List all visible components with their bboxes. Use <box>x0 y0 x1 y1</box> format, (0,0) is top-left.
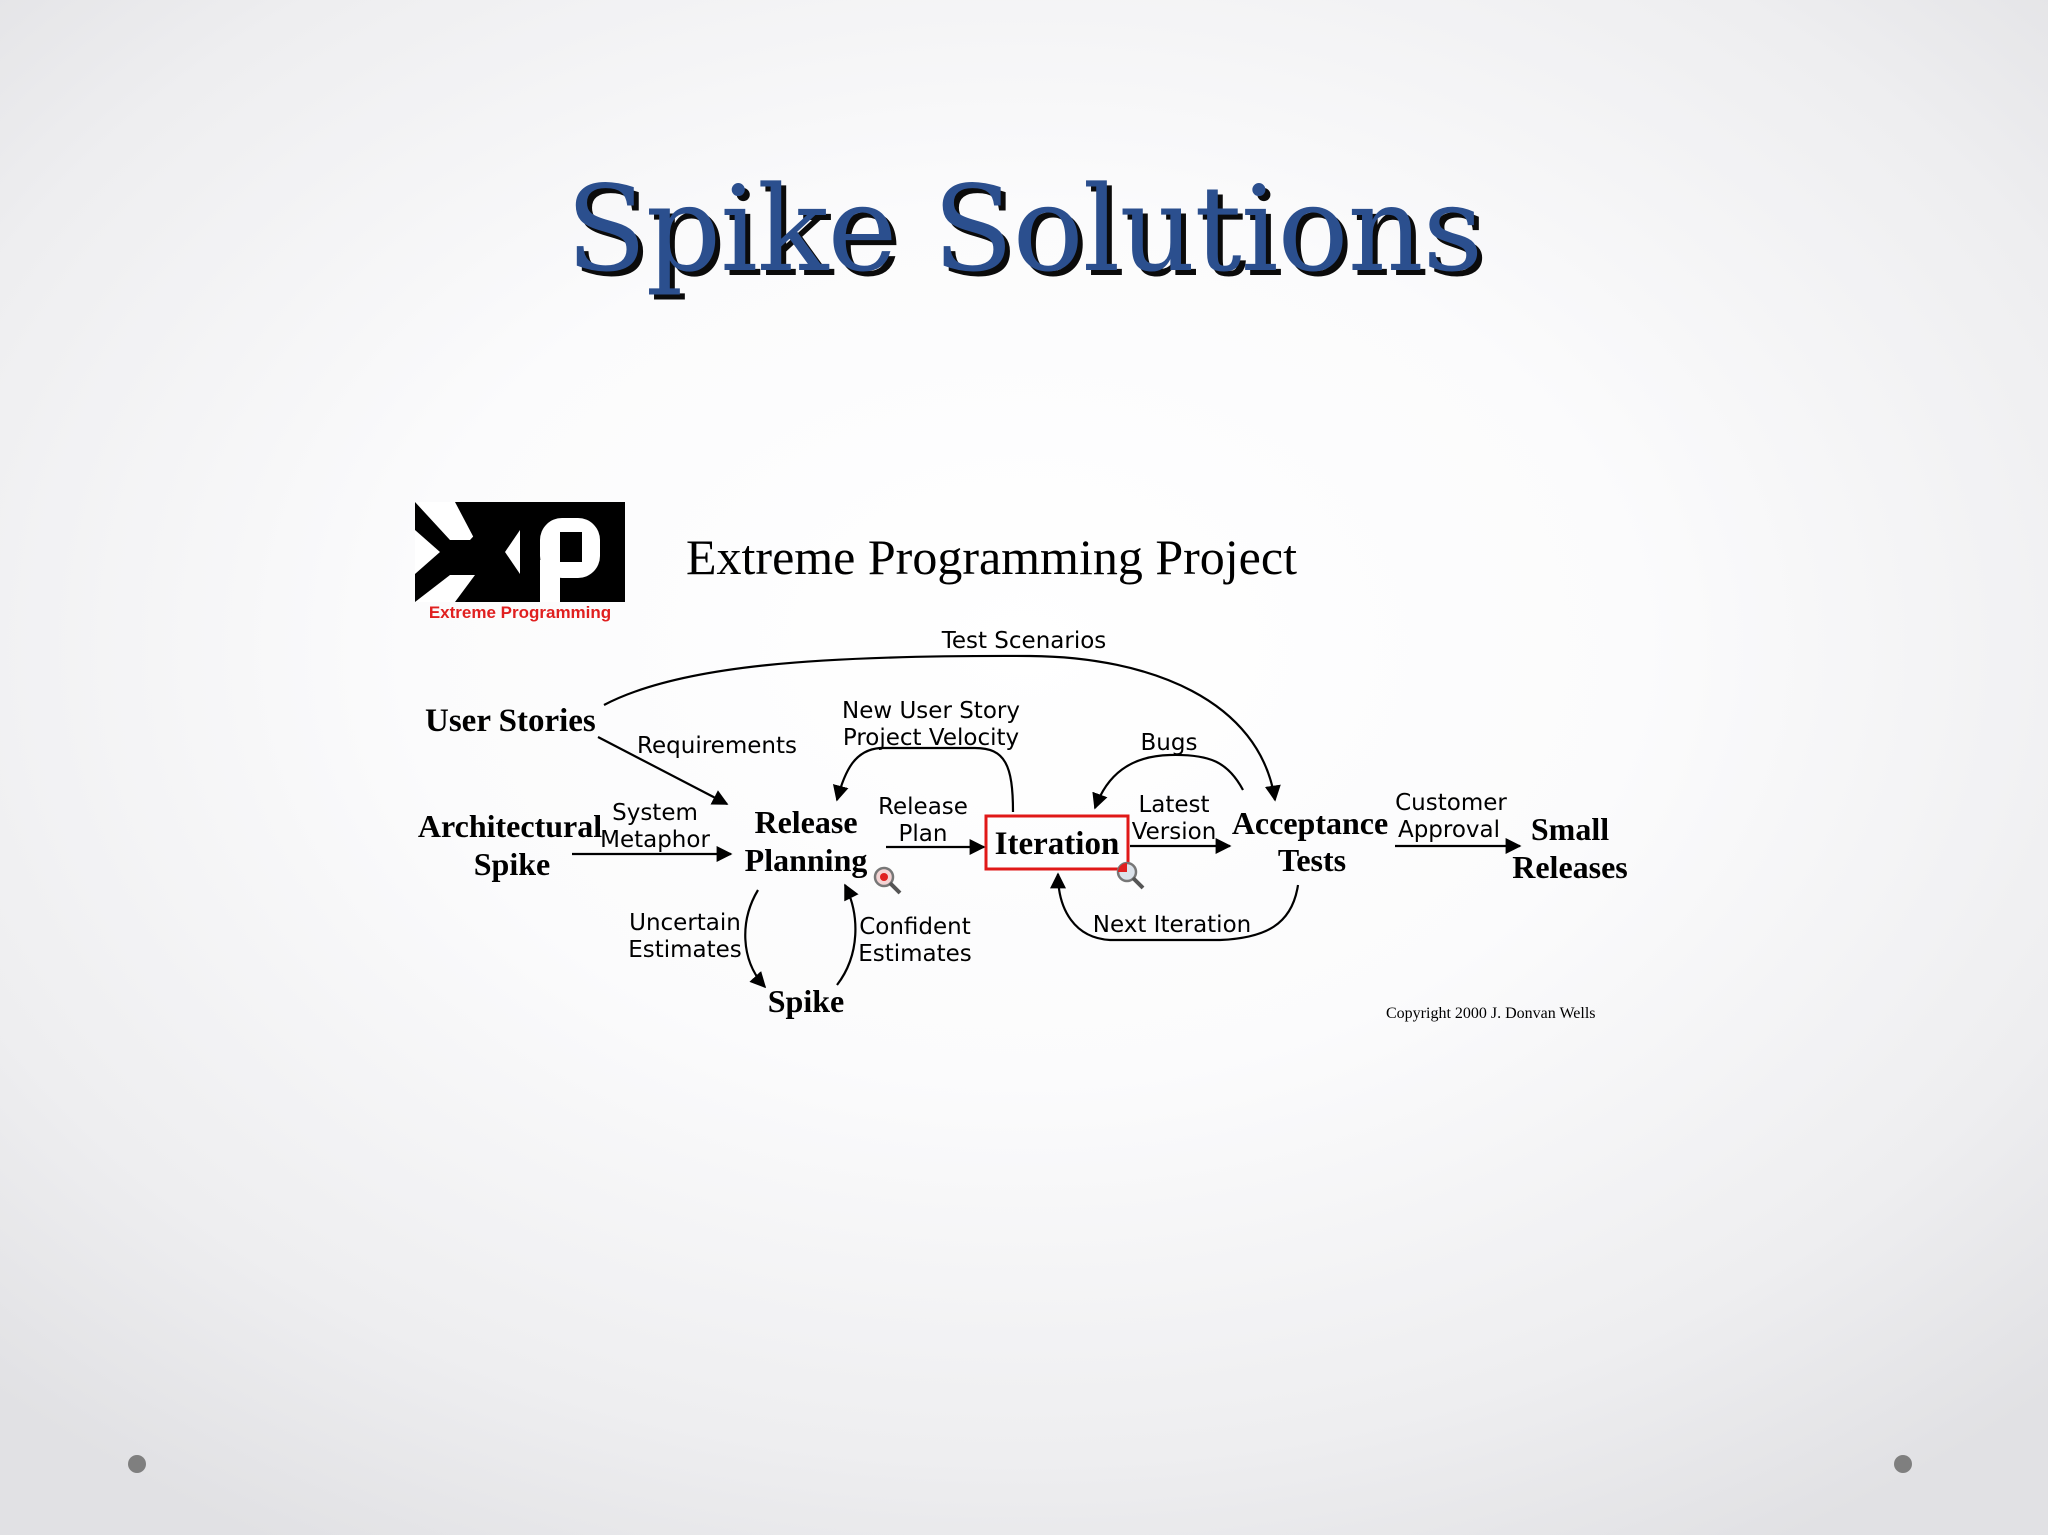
logo-caption: Extreme Programming <box>429 603 611 622</box>
xp-logo: Extreme Programming <box>415 502 625 622</box>
label-release: Release <box>878 794 968 820</box>
node-architectural-spike-line1: Architectural <box>418 808 602 844</box>
label-requirements: Requirements <box>637 733 797 759</box>
label-latest: Latest <box>1138 792 1209 818</box>
node-acceptance-tests-line2: Tests <box>1278 842 1346 878</box>
node-acceptance-tests-line1: Acceptance <box>1232 805 1388 841</box>
label-customer: Customer <box>1395 790 1507 816</box>
slide-corner-dot-left <box>128 1455 146 1473</box>
node-release-planning-line1: Release <box>754 804 857 840</box>
node-release-planning-line2: Planning <box>745 842 868 878</box>
label-system: System <box>612 800 698 826</box>
label-project-velocity: Project Velocity <box>843 725 1019 751</box>
label-uncertain: Uncertain <box>629 910 741 936</box>
label-plan: Plan <box>899 821 948 847</box>
label-estimates-confident: Estimates <box>858 941 972 967</box>
node-spike: Spike <box>768 983 844 1019</box>
node-iteration: Iteration <box>995 826 1120 862</box>
label-version: Version <box>1132 819 1217 845</box>
diagram-heading: Extreme Programming Project <box>686 529 1297 585</box>
label-new-user-story: New User Story <box>842 698 1020 724</box>
label-approval: Approval <box>1398 817 1500 843</box>
node-small-releases-line2: Releases <box>1512 849 1628 885</box>
node-user-stories: User Stories <box>425 703 596 739</box>
magnifier-icon <box>873 866 902 895</box>
label-next-iteration: Next Iteration <box>1093 912 1251 938</box>
iteration-highlight-box <box>984 814 1130 871</box>
label-bugs: Bugs <box>1141 730 1198 756</box>
diagram-arrows <box>572 654 1522 989</box>
slide-title: Spike Solutions <box>565 160 1483 298</box>
slide-corner-dot-right <box>1894 1455 1912 1473</box>
label-metaphor: Metaphor <box>600 827 710 853</box>
magnifier-icon <box>1116 861 1145 890</box>
label-test-scenarios: Test Scenarios <box>941 628 1107 654</box>
copyright-note: Copyright 2000 J. Donvan Wells <box>1386 1005 1596 1022</box>
label-estimates-uncertain: Estimates <box>628 937 742 963</box>
label-confident: Confident <box>859 914 971 940</box>
node-architectural-spike-line2: Spike <box>474 846 550 882</box>
node-small-releases-line1: Small <box>1531 811 1609 847</box>
